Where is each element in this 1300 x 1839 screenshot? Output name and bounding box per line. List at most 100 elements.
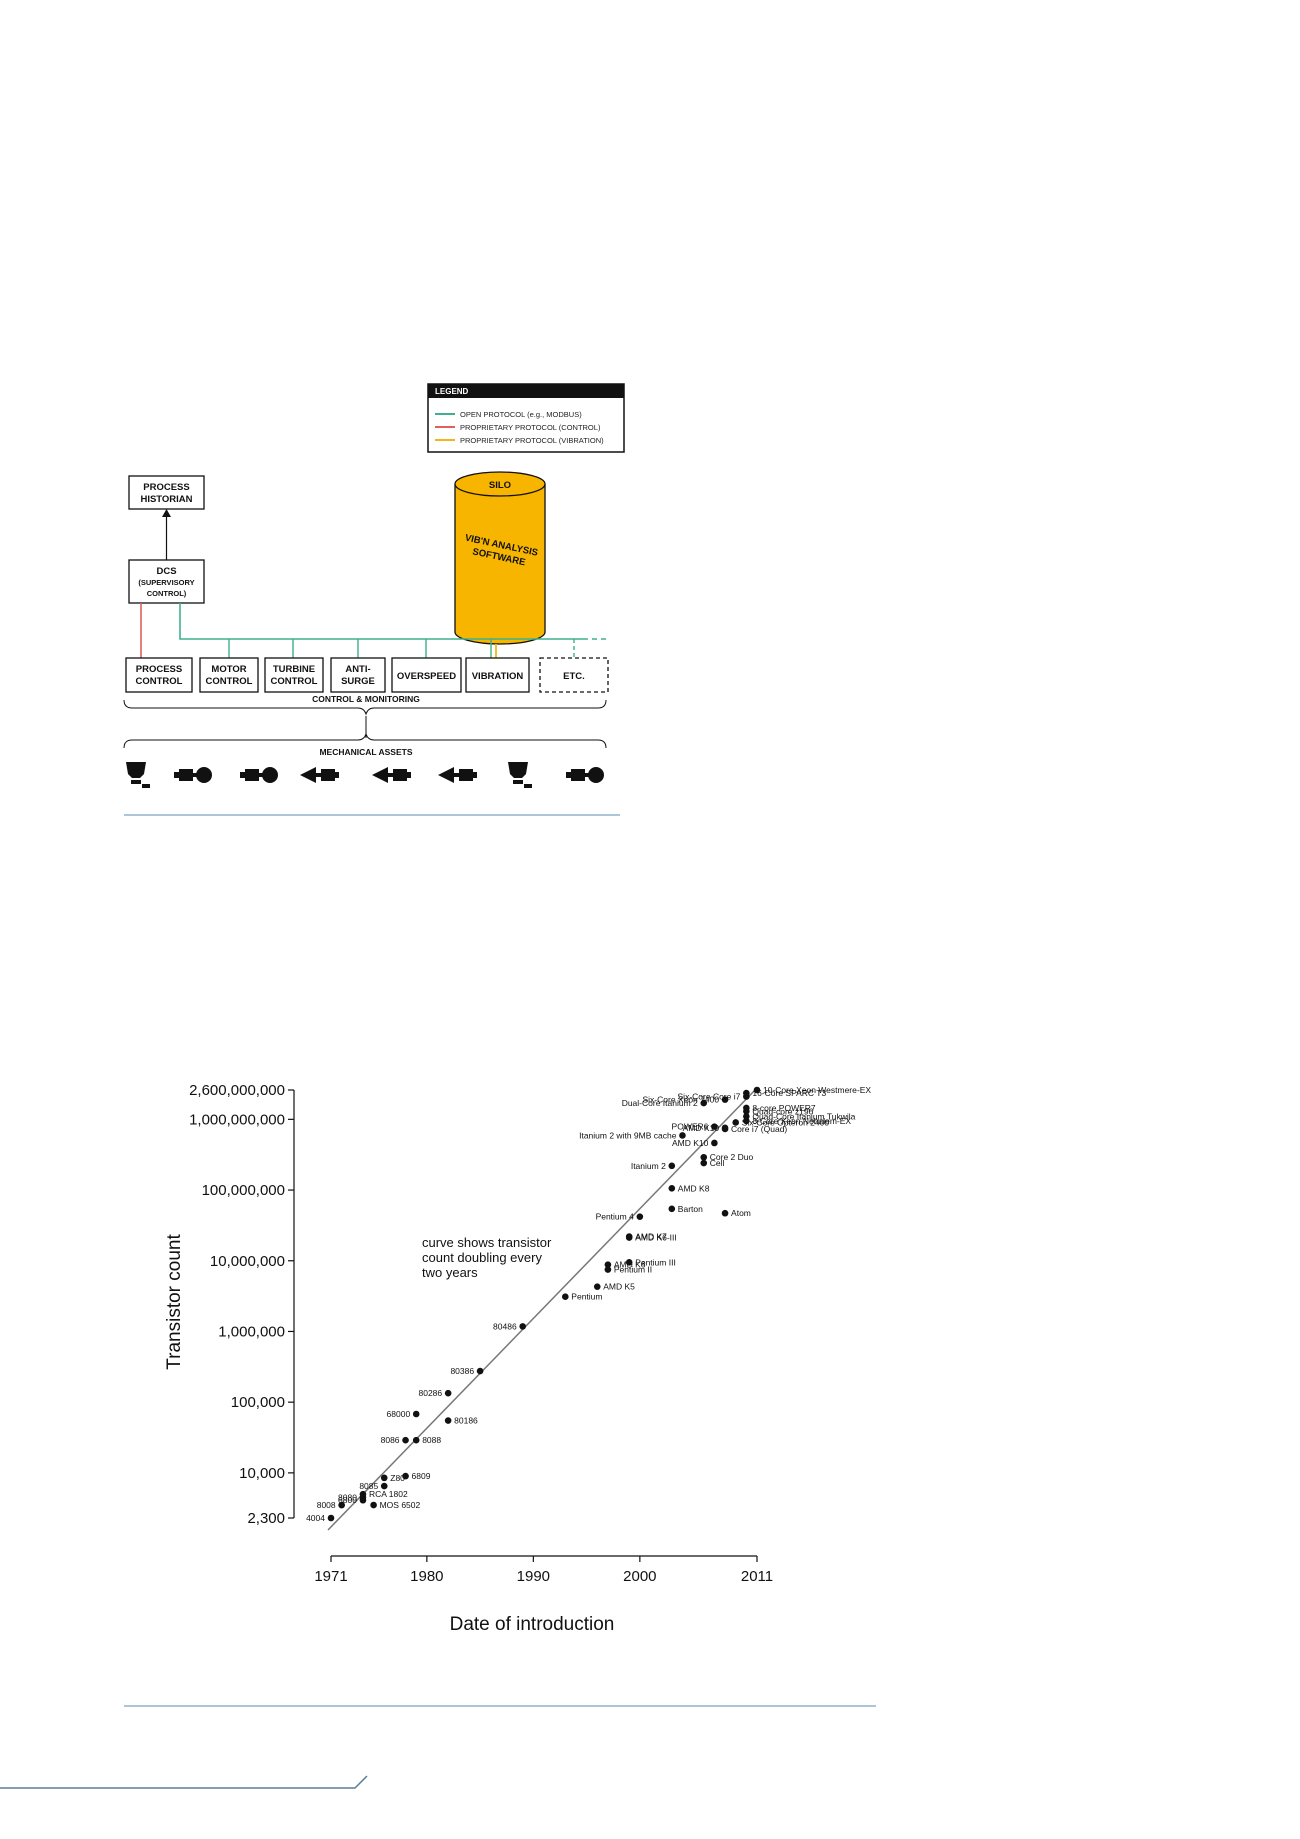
control-box-label: MOTOR xyxy=(211,664,246,675)
mechanical-assets-brace: MECHANICAL ASSETS xyxy=(123,732,607,757)
data-point xyxy=(444,1417,452,1424)
point-label: AMD K6-III xyxy=(635,1233,677,1243)
data-point xyxy=(402,1472,409,1480)
control-box-label: OVERSPEED xyxy=(397,671,456,682)
y-tick-label: 1,000,000,000 xyxy=(189,1111,285,1128)
point-label: Core 2 Duo xyxy=(710,1152,754,1162)
open-protocol-bus xyxy=(179,603,583,640)
control-box-etc: ETC. xyxy=(539,657,609,693)
data-point xyxy=(476,1367,484,1375)
point-label: Pentium xyxy=(571,1292,602,1302)
chart-axes: 2,30010,000100,0001,000,00010,000,000100… xyxy=(189,1082,773,1585)
point-label: Atom xyxy=(731,1208,751,1218)
legend-item-control: PROPRIETARY PROTOCOL (CONTROL) xyxy=(460,423,601,432)
control-box-label: PROCESS xyxy=(136,664,182,675)
data-point xyxy=(743,1117,750,1125)
x-axis-title: Date of introduction xyxy=(450,1614,615,1635)
pump-icon xyxy=(126,762,150,788)
point-label: AMD K7 xyxy=(635,1232,667,1242)
data-point xyxy=(700,1159,708,1167)
point-label: Dual-Core Itanium 2 xyxy=(622,1098,698,1108)
point-label: 8088 xyxy=(422,1435,441,1445)
x-tick-label: 2011 xyxy=(741,1568,773,1585)
data-point xyxy=(636,1213,644,1220)
y-axis-title: Transistor count xyxy=(164,1234,185,1370)
control-monitoring-brace: CONTROL & MONITORING xyxy=(123,694,607,716)
point-label: 8-Core Xeon Nehalem-EX xyxy=(752,1116,851,1126)
data-point xyxy=(732,1119,739,1126)
point-label: 16-Core SPARC T3 xyxy=(752,1088,826,1098)
data-point xyxy=(412,1410,420,1418)
y-tick-label: 2,600,000,000 xyxy=(189,1082,285,1099)
data-point xyxy=(370,1501,377,1509)
historian-line-2: HISTORIAN xyxy=(140,494,192,505)
data-point xyxy=(711,1123,718,1130)
point-label: Z80 xyxy=(390,1473,405,1483)
annotation-line: count doubling every xyxy=(422,1250,542,1265)
data-point xyxy=(668,1205,676,1213)
point-label: Itanium 2 with 9MB cache xyxy=(579,1130,677,1140)
data-point xyxy=(700,1099,708,1107)
data-point xyxy=(519,1323,526,1330)
point-label: 8080 xyxy=(338,1492,357,1502)
data-point xyxy=(679,1132,686,1139)
control-box-label: VIBRATION xyxy=(472,671,524,682)
data-point xyxy=(338,1501,345,1509)
control-box-label: TURBINE xyxy=(273,664,315,675)
point-label: MOS 6502 xyxy=(380,1500,421,1510)
legend-item-vibration: PROPRIETARY PROTOCOL (VIBRATION) xyxy=(460,436,604,445)
x-tick-label: 1980 xyxy=(410,1568,443,1585)
data-point xyxy=(711,1139,718,1147)
data-point xyxy=(721,1096,729,1103)
motor-compressor-icon xyxy=(566,767,604,783)
data-point xyxy=(604,1261,612,1268)
turbine-icon xyxy=(372,767,411,783)
silo-cylinder: SILO VIB'N ANALYSIS SOFTWARE xyxy=(454,471,546,645)
x-tick-label: 1971 xyxy=(314,1568,347,1585)
y-tick-label: 100,000 xyxy=(231,1394,285,1411)
point-label: 80386 xyxy=(450,1366,474,1376)
point-label: Itanium 2 xyxy=(631,1161,666,1171)
point-label: Core i7 (Quad) xyxy=(731,1124,787,1134)
point-label: AMD K8 xyxy=(678,1183,710,1193)
data-point xyxy=(380,1482,388,1490)
point-label: Pentium II xyxy=(614,1265,652,1275)
data-point xyxy=(444,1389,452,1397)
data-point xyxy=(359,1490,367,1498)
data-point xyxy=(625,1259,633,1266)
mechanical-assets-label: MECHANICAL ASSETS xyxy=(319,747,412,757)
point-label: Six-Core Opteron 2400 xyxy=(742,1117,830,1127)
point-label: 10-Core Xeon Westmere-EX xyxy=(763,1085,871,1095)
legend: LEGEND OPEN PROTOCOL (e.g., MODBUS) PROP… xyxy=(427,383,625,453)
point-label: 8008 xyxy=(317,1500,336,1510)
data-point xyxy=(721,1124,729,1132)
control-box-vibration: VIBRATION xyxy=(465,657,530,693)
point-label: 6800 xyxy=(338,1495,357,1505)
point-label: Six-Core Xeon 7400 xyxy=(643,1095,720,1105)
dcs-line-2: (SUPERVISORY xyxy=(138,578,194,587)
data-point xyxy=(700,1153,708,1161)
legend-title: LEGEND xyxy=(435,387,469,396)
data-point xyxy=(402,1436,409,1444)
control-box-label: CONTROL xyxy=(206,676,253,687)
control-box-overspeed: OVERSPEED xyxy=(391,657,462,693)
protocol-lines xyxy=(140,603,610,658)
data-point xyxy=(625,1233,633,1240)
x-tick-label: 1990 xyxy=(517,1568,550,1585)
y-tick-label: 100,000,000 xyxy=(202,1182,285,1199)
footer-rule xyxy=(0,1775,368,1789)
pump-icon xyxy=(508,762,532,788)
point-label: Pentium III xyxy=(635,1257,676,1267)
turbine-icon xyxy=(300,767,339,783)
control-monitoring-label: CONTROL & MONITORING xyxy=(312,694,420,704)
control-box-label: CONTROL xyxy=(136,676,183,687)
point-label: 68000 xyxy=(387,1409,411,1419)
process-historian-box: PROCESS HISTORIAN xyxy=(128,475,205,510)
dcs-line-3: CONTROL) xyxy=(147,589,187,598)
point-label: AMD K10 xyxy=(672,1138,709,1148)
data-point xyxy=(562,1293,569,1301)
